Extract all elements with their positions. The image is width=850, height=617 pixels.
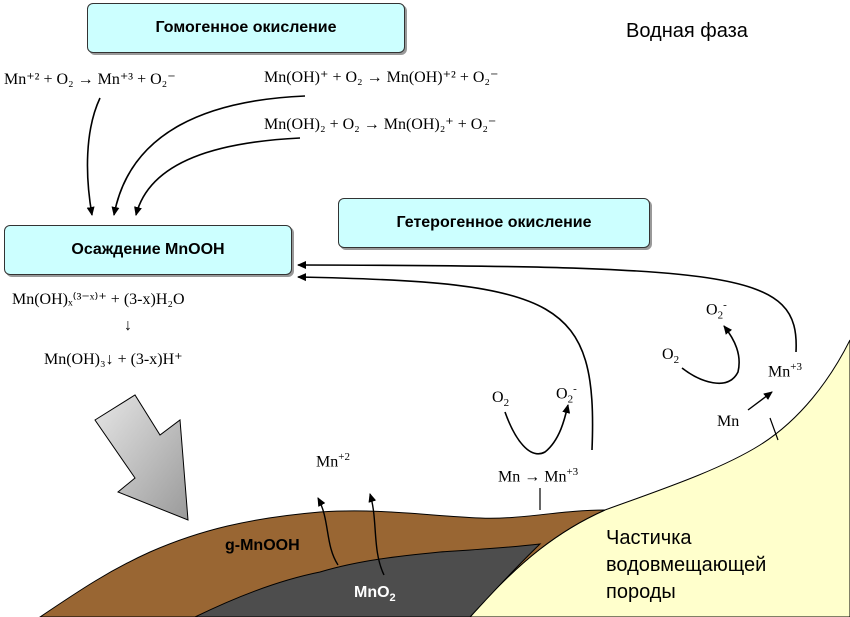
mno2-layer-label: MnO2 xyxy=(354,584,396,605)
equation-4: Mn(OH)ₓ⁽³⁻ˣ⁾⁺ + (3-x)H₂O xyxy=(12,291,185,308)
mn2-release-label: Mn+2 xyxy=(316,451,350,471)
homogeneous-box: Гомогенное окисление xyxy=(87,3,405,53)
equation-3: Mn(OH)₂ + O₂ → Mn(OH)₂⁺ + O₂⁻ xyxy=(264,116,497,133)
down-arrow-text: ↓ xyxy=(124,317,132,334)
arrow-mn-to-mn3 xyxy=(747,391,773,411)
mn3-label-b: Mn+3 xyxy=(768,361,802,381)
surface-tick-b xyxy=(769,417,779,441)
arrow-mn2-release-1 xyxy=(317,497,339,566)
sedimentation-arrow xyxy=(94,394,189,521)
mn-label-b: Mn xyxy=(717,413,740,430)
o2-label-a: O2 xyxy=(492,389,510,410)
mn-to-mn3-label: Mn → Mn+3 xyxy=(498,466,579,486)
equation-5: Mn(OH)₃↓ + (3-x)H⁺ xyxy=(44,351,183,368)
arrow-surface-to-precip-1 xyxy=(297,273,594,451)
equation-1: Mn⁺² + O₂ → Mn⁺³ + O₂⁻ xyxy=(4,71,176,88)
precipitation-label: Осаждение MnOOH xyxy=(71,241,225,258)
precipitation-box: Осаждение MnOOH xyxy=(4,225,292,275)
arrow-eq1-to-precip xyxy=(86,97,101,216)
mnooh-layer-label: g-MnOOH xyxy=(225,537,300,554)
equation-2: Mn(OH)⁺ + O₂ → Mn(OH)⁺² + O₂⁻ xyxy=(264,69,499,86)
water-phase-label: Водная фаза xyxy=(626,20,748,42)
arrow-mn2-release-2 xyxy=(368,493,385,576)
arrow-surface-to-precip-2 xyxy=(297,261,797,353)
arrow-eq3-to-precip xyxy=(134,137,301,216)
o2minus-label-b: O2- xyxy=(706,299,727,322)
arrow-o2-to-o2minus-a xyxy=(504,404,571,455)
mno2-layer xyxy=(194,543,542,617)
rock-particle-label: Частичка водовмещающей породы xyxy=(606,527,767,603)
o2-label-b: O2 xyxy=(662,346,680,367)
o2minus-label-a: O2- xyxy=(556,383,577,406)
arrow-o2-to-o2minus-b xyxy=(681,325,740,384)
heterogeneous-box: Гетерогенное окисление xyxy=(338,198,650,248)
homogeneous-label: Гомогенное окисление xyxy=(155,19,337,36)
arrow-eq2-to-precip xyxy=(111,95,306,216)
heterogeneous-label: Гетерогенное окисление xyxy=(396,214,592,231)
